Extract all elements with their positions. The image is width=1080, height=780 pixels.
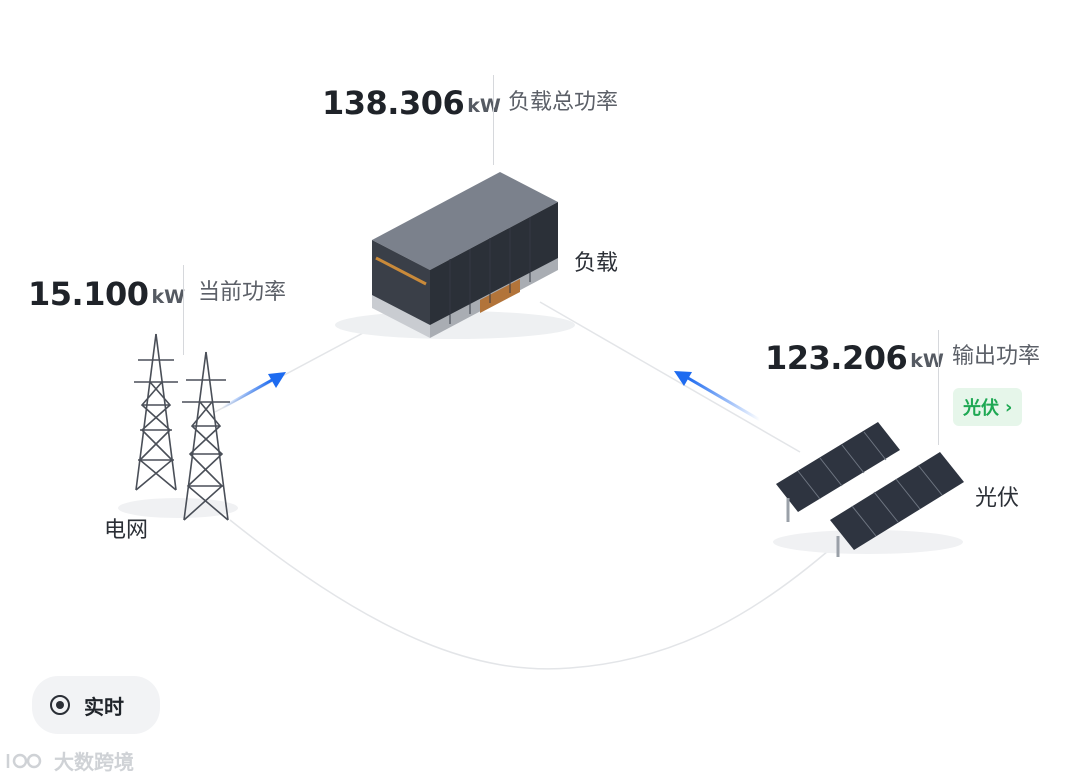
load-power-value: 138.306	[322, 84, 465, 122]
pv-power-label: 输出功率	[952, 344, 1041, 369]
power-tower-icon	[118, 333, 238, 521]
pv-to-load-line	[539, 301, 801, 453]
watermark-text: 大数跨境	[54, 750, 134, 774]
grid-flow-arrow	[221, 372, 286, 410]
pv-flow-arrow	[674, 371, 761, 422]
grid-divider	[183, 265, 184, 355]
pv-power-unit: kW	[910, 350, 944, 372]
grid-power-unit: kW	[151, 286, 186, 308]
watermark: 大数跨境	[4, 746, 134, 775]
pv-source-chip[interactable]: 光伏 ›	[953, 388, 1023, 426]
pv-power-value: 123.206	[765, 339, 908, 377]
load-power-label: 负载总功率	[508, 90, 619, 115]
load-node-label: 负载	[574, 251, 619, 276]
pv-chip-label: 光伏	[963, 398, 999, 419]
radio-icon	[50, 695, 70, 715]
grid-to-pv-curve	[229, 519, 836, 670]
pv-divider	[938, 330, 939, 445]
grid-power-value: 15.100	[28, 275, 149, 313]
load-power-metric: 138.306 kW	[322, 83, 501, 129]
pv-node-label: 光伏	[975, 486, 1020, 511]
grid-power-label: 当前功率	[198, 280, 287, 305]
grid-power-metric: 15.100 kW	[28, 274, 185, 320]
realtime-button[interactable]: 实时	[32, 676, 160, 734]
building-icon	[335, 172, 575, 339]
load-divider	[493, 75, 494, 165]
realtime-label: 实时	[84, 694, 124, 719]
pv-power-metric: 123.206 kW	[765, 338, 944, 384]
grid-node-label: 电网	[104, 518, 149, 543]
solar-panel-icon	[773, 422, 964, 557]
load-power-unit: kW	[467, 95, 501, 117]
chevron-right-icon: ›	[1005, 396, 1013, 418]
watermark-logo-icon	[6, 753, 42, 768]
